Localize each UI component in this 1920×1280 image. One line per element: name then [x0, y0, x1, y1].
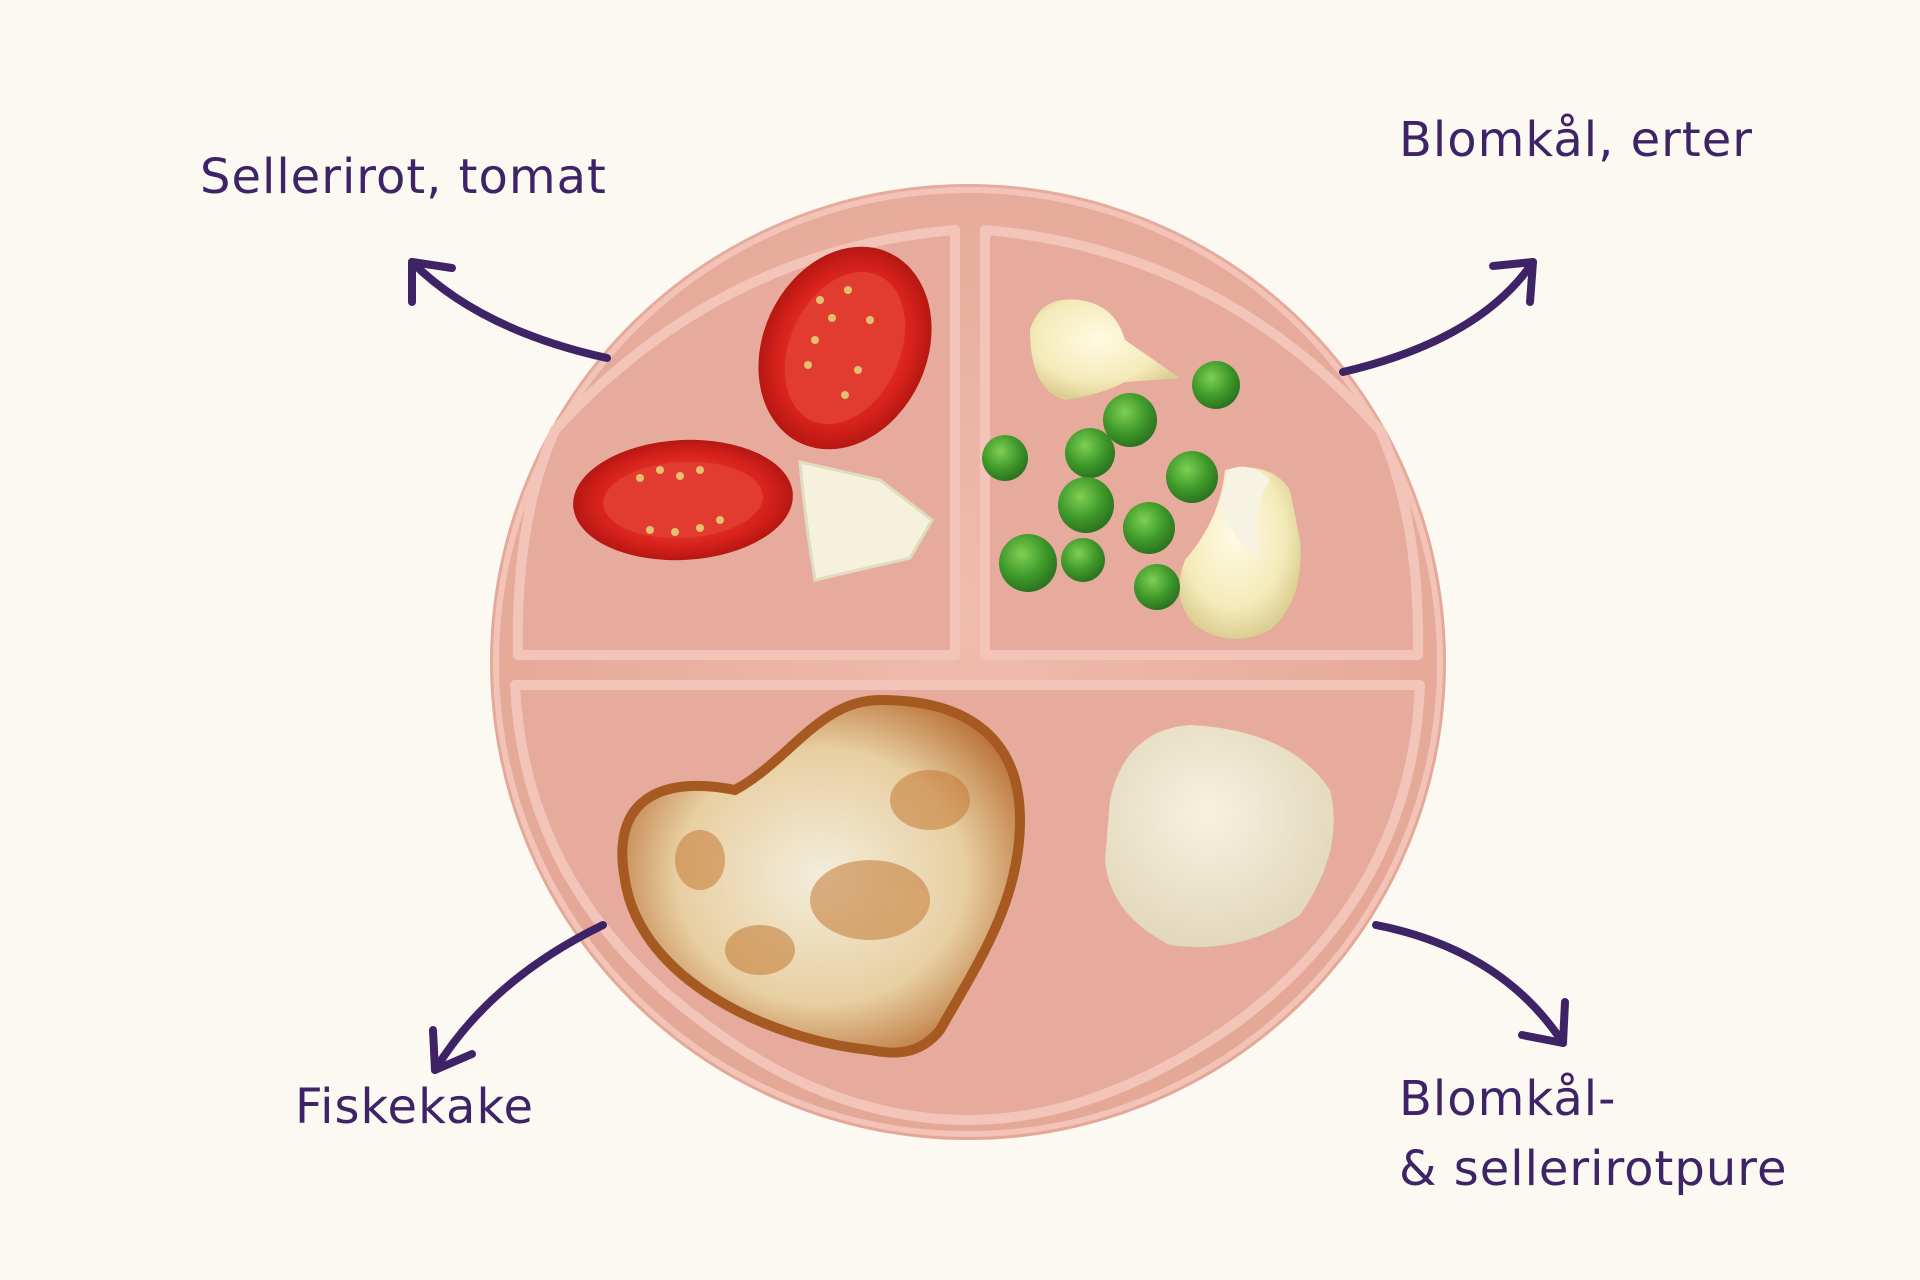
puree: [1105, 725, 1334, 947]
plate: [490, 184, 1446, 1140]
label-celeriac-tomato: Sellerirot, tomat: [200, 149, 607, 205]
arrow-bottom-left: [429, 921, 607, 1074]
label-cauliflower-peas: Blomkål, erter: [1399, 112, 1753, 168]
label-fish-cake: Fiskekake: [295, 1079, 535, 1135]
tomato: [573, 246, 932, 561]
label-puree-line2: & sellerirotpure: [1399, 1140, 1788, 1197]
arrow-top-left: [408, 258, 611, 362]
label-puree-line1: Blomkål-: [1399, 1071, 1617, 1127]
arrow-bottom-right: [1372, 921, 1569, 1047]
fish-cake: [617, 694, 1026, 1058]
cauliflower: [1030, 299, 1301, 639]
celeriac-piece: [798, 460, 934, 582]
label-puree: Blomkål- & sellerirotpure: [1399, 1065, 1787, 1204]
peas: [982, 361, 1240, 610]
arrow-top-right: [1339, 258, 1537, 376]
